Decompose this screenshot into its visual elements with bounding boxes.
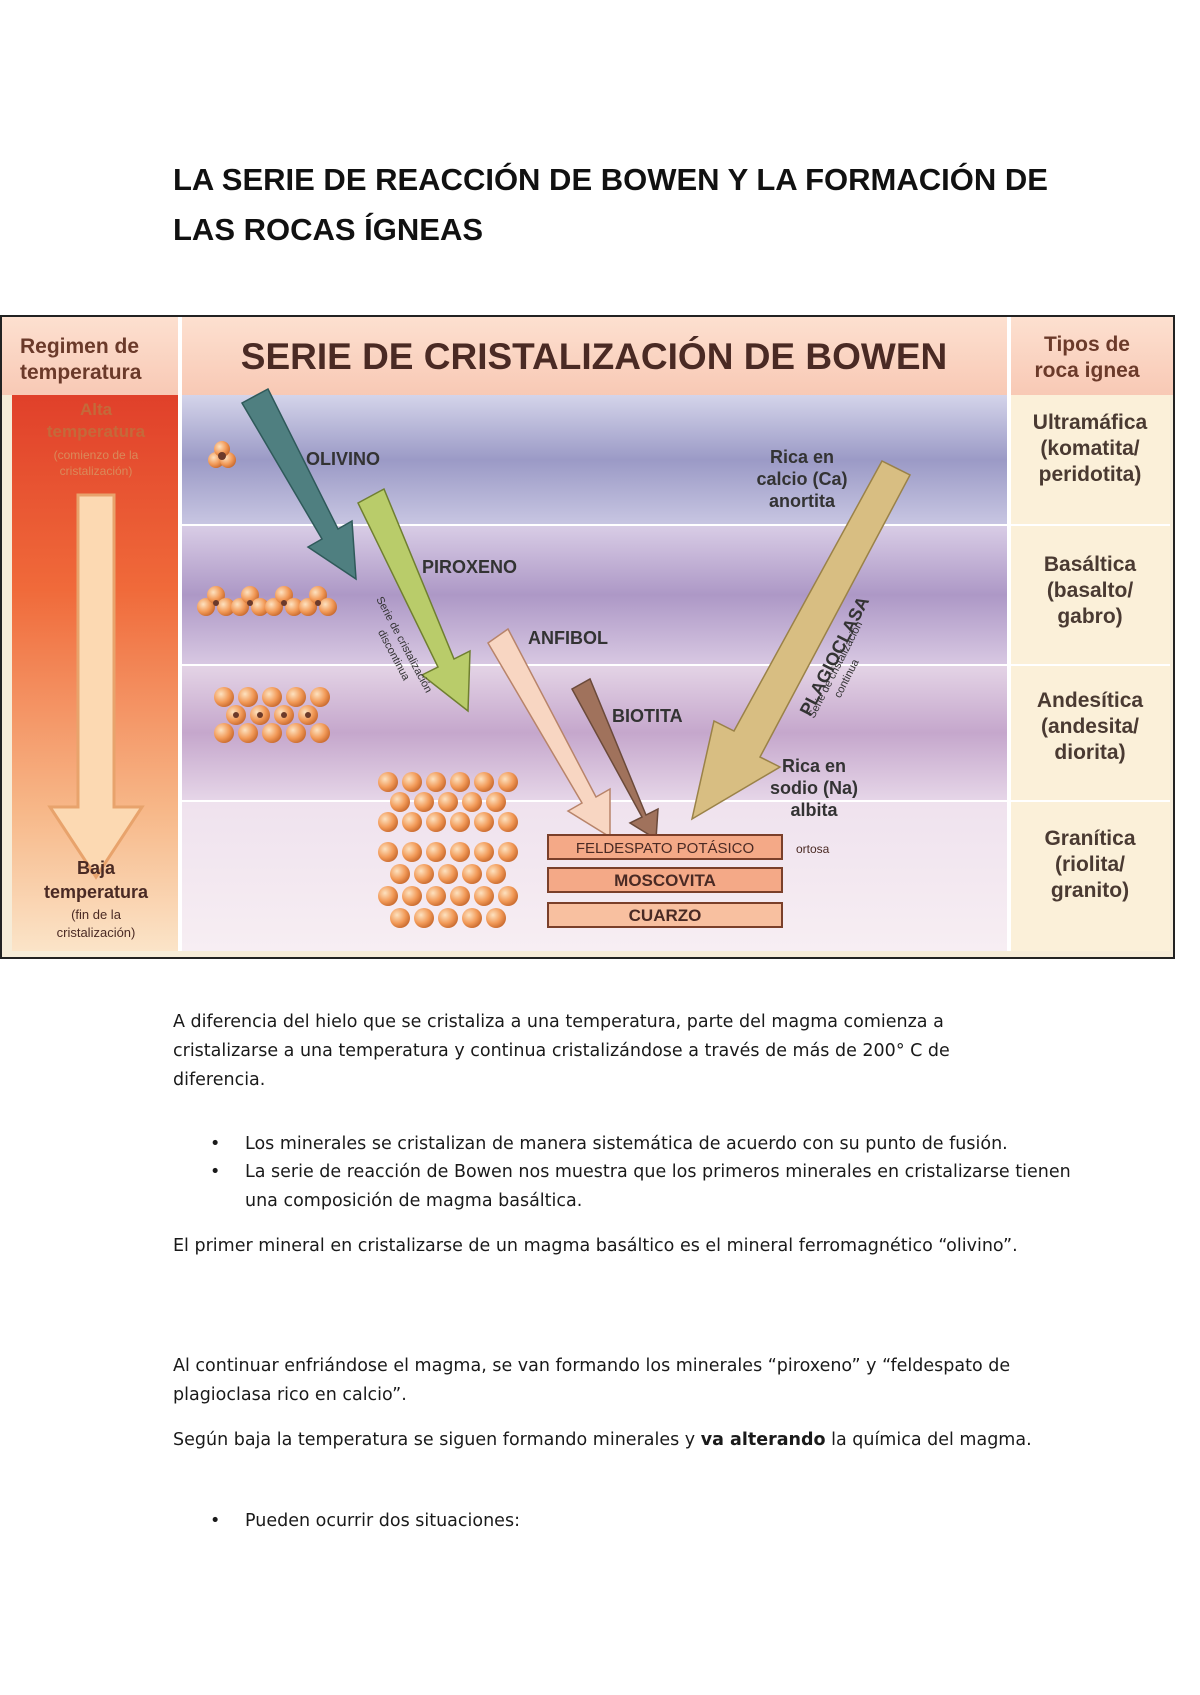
high-temp-note2: cristalización) (60, 464, 133, 478)
paragraph-temperature: Según baja la temperatura se siguen form… (173, 1426, 1043, 1455)
low-temp-note1: (fin de la (71, 907, 122, 922)
bold-phrase: va alterando (701, 1430, 826, 1450)
svg-text:calcio (Ca): calcio (Ca) (756, 469, 847, 489)
label-feldespato: FELDESPATO POTÁSICO (576, 840, 754, 857)
page-title: LA SERIE DE REACCIÓN DE BOWEN Y LA FORMA… (173, 155, 1073, 255)
list-item-text: La serie de reacción de Bowen nos muestr… (245, 1158, 1085, 1216)
paragraph-intro: A diferencia del hielo que se cristaliza… (173, 1008, 1043, 1095)
svg-text:(basalto/: (basalto/ (1047, 579, 1134, 602)
bullet-icon: • (210, 1507, 220, 1536)
svg-text:gabro): gabro) (1057, 605, 1122, 628)
label-olivino: OLIVINO (306, 449, 380, 469)
high-temp-line1: Alta (80, 400, 113, 419)
paragraph-piroxeno: Al continuar enfriándose el magma, se va… (173, 1352, 1043, 1410)
high-temp-note1: (comienzo de la (54, 448, 139, 462)
low-temp-line2: temperatura (44, 882, 149, 902)
diagram-title: SERIE DE CRISTALIZACIÓN DE BOWEN (241, 335, 947, 377)
svg-text:diorita): diorita) (1054, 741, 1125, 764)
svg-text:anortita: anortita (769, 491, 836, 511)
header-right-line2: roca ignea (1034, 359, 1139, 382)
label-anfibol: ANFIBOL (528, 628, 608, 648)
rock-type-basaltic: Basáltica (basalto/ gabro) (1044, 553, 1137, 628)
low-temp-note2: cristalización) (57, 925, 136, 940)
header-right-line1: Tipos de (1044, 333, 1130, 356)
svg-text:peridotita): peridotita) (1039, 463, 1142, 486)
bullet-icon: • (210, 1158, 220, 1187)
rock-type-granitic: Granítica (riolita/ granito) (1044, 827, 1135, 902)
svg-text:Basáltica: Basáltica (1044, 553, 1137, 576)
low-temp-line1: Baja (77, 858, 116, 878)
svg-text:(komatita/: (komatita/ (1040, 437, 1139, 460)
bowen-diagram: Regimen de temperatura SERIE DE CRISTALI… (2, 317, 1175, 959)
paragraph-text: Según baja la temperatura se siguen form… (173, 1430, 701, 1450)
svg-text:Ultramáfica: Ultramáfica (1033, 411, 1148, 434)
label-calcium-rich: Rica en calcio (Ca) anortita (756, 447, 847, 511)
svg-text:Granítica: Granítica (1044, 827, 1135, 850)
paragraph-olivino: El primer mineral en cristalizarse de un… (173, 1232, 1043, 1261)
svg-text:Rica en: Rica en (782, 756, 846, 776)
paragraph-text: la química del magma. (826, 1430, 1032, 1450)
label-moscovita: MOSCOVITA (614, 871, 716, 890)
list-item-text: Pueden ocurrir dos situaciones: (245, 1507, 1085, 1536)
header-left-line1: Regimen de (20, 335, 139, 358)
header-left-line2: temperatura (20, 361, 142, 384)
bowen-series-figure: Regimen de temperatura SERIE DE CRISTALI… (0, 315, 1175, 959)
label-piroxeno: PIROXENO (422, 557, 517, 577)
svg-text:granito): granito) (1051, 879, 1129, 902)
svg-text:sodio (Na): sodio (Na) (770, 778, 858, 798)
svg-text:Andesítica: Andesítica (1037, 689, 1144, 712)
svg-text:albita: albita (790, 800, 838, 820)
label-cuarzo: CUARZO (629, 906, 702, 925)
high-temp-line2: temperatura (47, 422, 146, 441)
label-ortosa: ortosa (796, 842, 830, 856)
bullet-icon: • (210, 1130, 220, 1159)
svg-text:(andesita/: (andesita/ (1041, 715, 1139, 738)
label-biotita: BIOTITA (612, 706, 683, 726)
list-item-text: Los minerales se cristalizan de manera s… (245, 1130, 1085, 1159)
rock-type-ultramafic: Ultramáfica (komatita/ peridotita) (1033, 411, 1148, 486)
svg-text:(riolita/: (riolita/ (1055, 853, 1125, 876)
svg-text:Rica en: Rica en (770, 447, 834, 467)
